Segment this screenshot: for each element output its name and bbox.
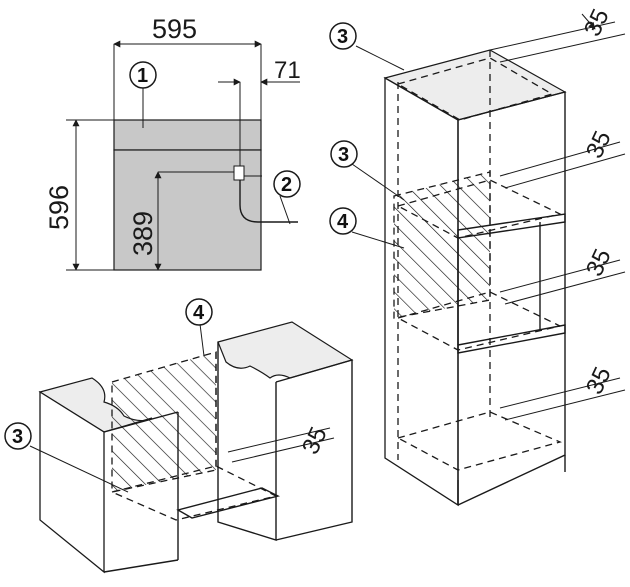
oven-front-view: 595 596 389 71 1 2 [44,14,301,271]
base-rear-cutout-hatch [111,351,217,493]
svg-text:3: 3 [338,144,349,166]
connection-cable [239,180,298,223]
callout-1-bubble [129,61,157,89]
svg-text:3: 3 [337,26,348,48]
oven-width-dimension: 595 [152,14,197,44]
callout-2-bubble [273,170,301,198]
svg-text:4: 4 [193,302,205,324]
control-height-dimension: 389 [128,211,158,256]
vent-dimension-top: 35 [489,5,626,63]
rear-cutout-hatch [393,171,491,319]
oven-control-panel [113,119,262,151]
svg-text:35: 35 [581,127,617,163]
oven-height-dimension: 596 [44,185,74,230]
vent-dimension-3: 35 [499,245,626,305]
callout-3-mid-bubble [330,140,358,168]
callout-1-label: 1 [137,65,148,87]
callout-4-tall-bubble [329,207,357,235]
svg-text:35: 35 [579,5,615,41]
connection-offset-dimension: 71 [274,57,301,84]
vent-dimension-2: 35 [499,127,626,189]
svg-text:3: 3 [12,426,23,448]
callout-3-base-bubble [4,422,32,450]
callout-2-label: 2 [281,174,292,196]
svg-text:4: 4 [337,211,349,233]
callout-4-base-bubble [185,298,213,326]
vent-dimension-bottom: 35 [499,363,626,421]
connection-box [233,165,245,181]
callout-3-top-bubble [329,22,357,50]
base-unit: 35 4 3 [4,298,354,574]
tall-housing-unit: 35 35 35 35 3 3 4 [329,5,626,507]
